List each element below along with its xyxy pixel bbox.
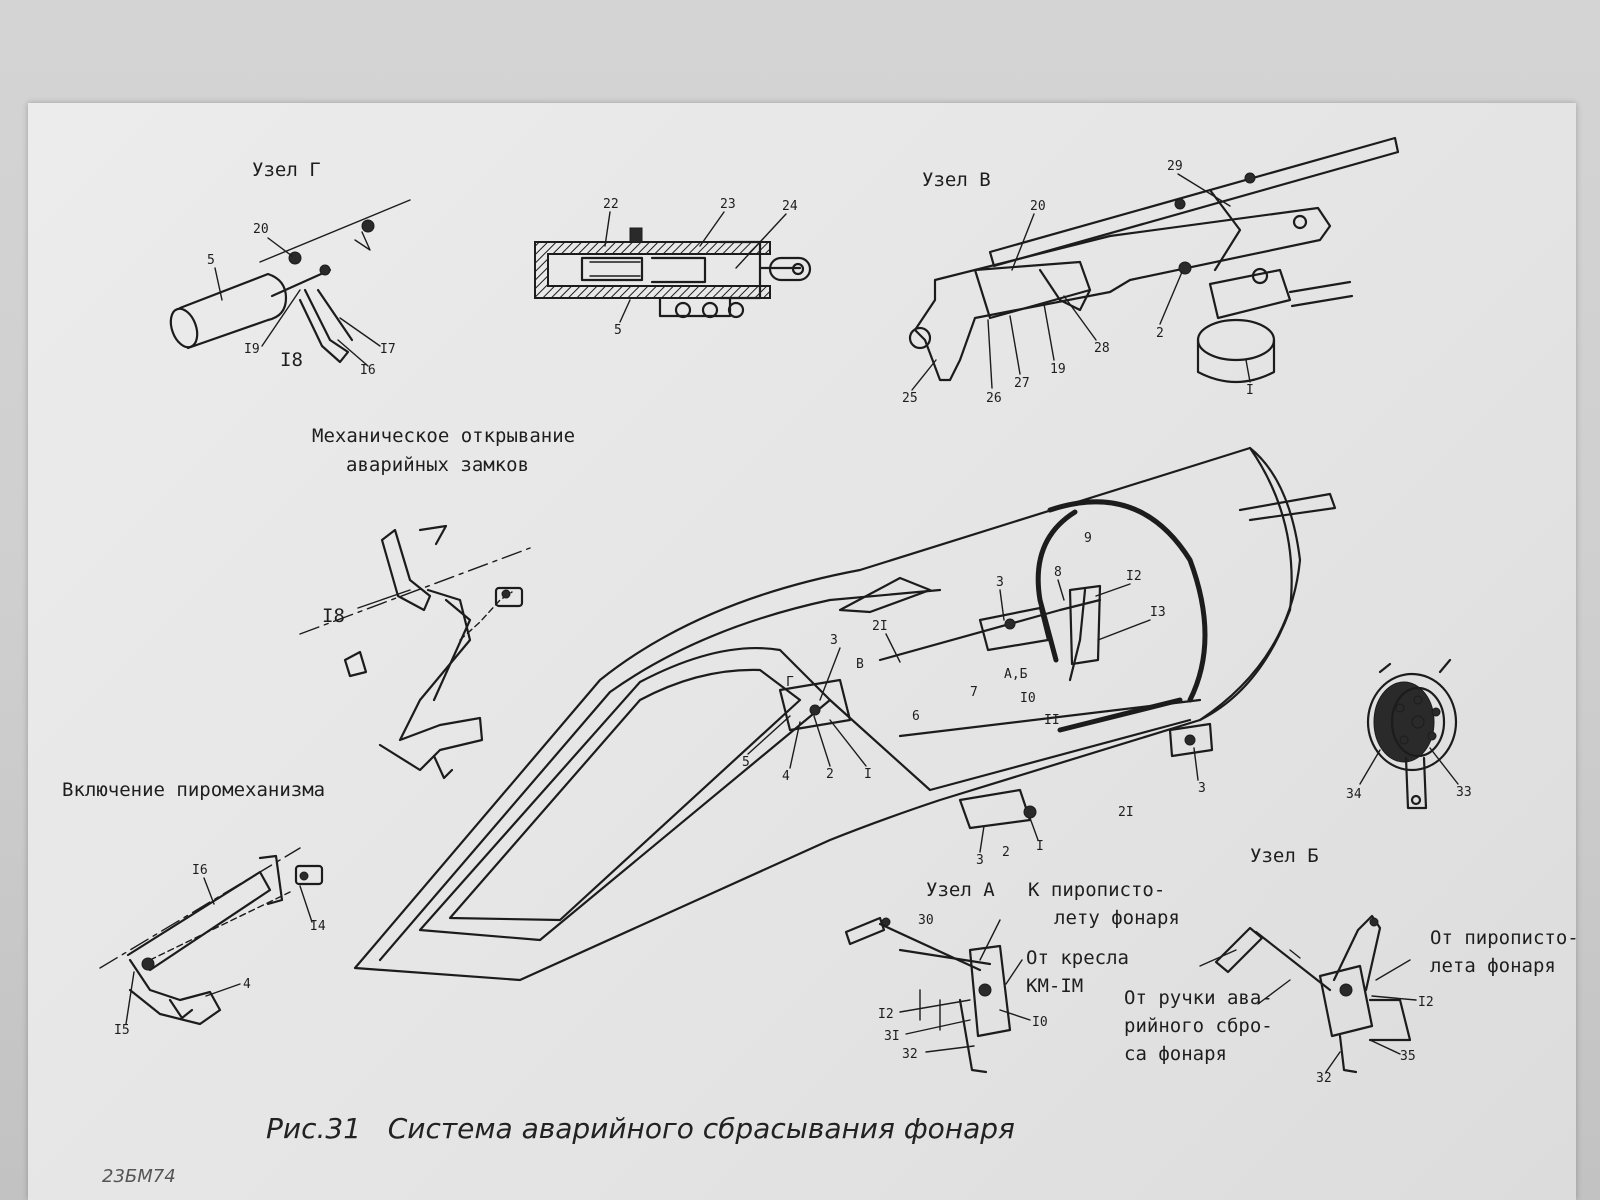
mech-opening-heading-line1: Механическое открывание: [312, 425, 575, 447]
callout-main-3a: 3: [996, 575, 1004, 590]
node-b-note-pyro-line1: От пирописто-: [1430, 927, 1579, 949]
callout-v-19: 19: [1050, 362, 1066, 377]
node-v-assembly: Узел В 29 20 2 28 19 27 26 25 I: [902, 136, 1400, 406]
callout-g-20: 20: [253, 222, 269, 237]
callout-main-4: 4: [782, 769, 790, 784]
callout-v-27: 27: [1014, 376, 1030, 391]
callout-main-8: 8: [1054, 565, 1062, 580]
callout-v-26: 26: [986, 391, 1002, 406]
callout-v-29: 29: [1167, 159, 1183, 174]
callout-pyro-16: I6: [192, 863, 208, 878]
node-b-assembly: Узел Б От пирописто- лета фонаря От ручк…: [1124, 845, 1579, 1086]
pyro-cylinder-section: 22 23 24 5: [534, 197, 812, 338]
callout-main-9: 9: [1084, 531, 1092, 546]
callout-cyl-5: 5: [614, 323, 622, 338]
callout-g-17: I7: [380, 342, 396, 357]
callout-main-V: В: [856, 657, 864, 672]
node-g-heading: Узел Г: [252, 159, 321, 181]
callout-a-32: 32: [902, 1047, 918, 1062]
node-a-assembly: Узел А К пирописто- лету фонаря От кресл…: [844, 879, 1180, 1074]
callout-a-30: 30: [918, 913, 934, 928]
node-a-note-seat-line2: КМ-IМ: [1026, 975, 1083, 997]
callout-v-I: I: [1246, 383, 1254, 398]
callout-a-10: I0: [1032, 1015, 1048, 1030]
canopy-main-view: 9 3 8 I2 I3 2I 3 В Г А,Б I0 7 II 6 5 4 2…: [353, 446, 1337, 982]
mechanical-opening-assembly: Механическое открывание аварийных замков…: [299, 425, 575, 780]
callout-mech-18: I8: [322, 605, 345, 627]
callout-main-3b: 3: [830, 633, 838, 648]
callout-main-11: II: [1044, 713, 1060, 728]
callout-main-Ia: I: [864, 767, 872, 782]
callout-b-12: I2: [1418, 995, 1434, 1010]
node-g-bottle: [169, 199, 411, 364]
callout-main-10: I0: [1020, 691, 1036, 706]
node-a-note-seat-line1: От кресла: [1026, 947, 1129, 969]
callout-g-5: 5: [207, 253, 215, 268]
callout-v-2: 2: [1156, 326, 1164, 341]
node-a-note-pyro-line1: К пирописто-: [1028, 879, 1165, 901]
callout-main-5: 5: [742, 755, 750, 770]
node-b-note-pyro-line2: лета фонаря: [1430, 955, 1556, 977]
callout-pyro-4: 4: [243, 977, 251, 992]
callout-g-18: I8: [280, 349, 303, 371]
callout-main-2a: 2: [826, 767, 834, 782]
mech-opening-heading-line2: аварийных замков: [346, 454, 529, 476]
callout-main-21a: 2I: [872, 619, 888, 634]
diagram-sheet: [28, 103, 1576, 1200]
callout-b-35: 35: [1400, 1049, 1416, 1064]
callout-v-28: 28: [1094, 341, 1110, 356]
pyro-ring-assembly: 34 33: [1346, 658, 1472, 810]
node-v-heading: Узел В: [922, 169, 991, 191]
callout-a-31: 3I: [884, 1029, 900, 1044]
callout-b-32: 32: [1316, 1071, 1332, 1086]
callout-main-G: Г: [786, 675, 794, 690]
node-g-callouts: 20 5 I9 I8 I6 I7: [207, 222, 396, 378]
callout-v-25: 25: [902, 391, 918, 406]
callout-main-6: 6: [912, 709, 920, 724]
callout-main-AB: А,Б: [1004, 667, 1028, 682]
callout-ring-33: 33: [1456, 785, 1472, 800]
archive-stamp: 23БМ74: [102, 1166, 176, 1187]
callout-main-3d: 3: [976, 853, 984, 868]
callout-pyro-14: I4: [310, 919, 326, 934]
node-g-assembly: Узел Г 20 5 I9 I8 I6 I7: [169, 159, 411, 378]
callout-cyl-22: 22: [603, 197, 619, 212]
callout-ring-34: 34: [1346, 787, 1362, 802]
pyro-activation-assembly: Включение пиромеханизма I6 I4 4 I5: [62, 779, 326, 1038]
figure-caption: Рис.31 Система аварийного сбрасывания фо…: [266, 1112, 1015, 1145]
callout-main-3c: 3: [1198, 781, 1206, 796]
node-b-heading: Узел Б: [1250, 845, 1319, 867]
node-a-heading: Узел А: [926, 879, 995, 901]
callout-g-19: I9: [244, 342, 260, 357]
callout-cyl-23: 23: [720, 197, 736, 212]
callout-main-12: I2: [1126, 569, 1142, 584]
callout-a-12: I2: [878, 1007, 894, 1022]
callout-cyl-24: 24: [782, 199, 798, 214]
callout-main-21b: 2I: [1118, 805, 1134, 820]
node-b-note-handle-line2: рийного сбро-: [1124, 1015, 1273, 1037]
pyro-activation-heading: Включение пиромеханизма: [62, 779, 325, 801]
callout-v-20: 20: [1030, 199, 1046, 214]
callout-main-Ib: I: [1036, 839, 1044, 854]
callout-pyro-15: I5: [114, 1023, 130, 1038]
callout-main-2b: 2: [1002, 845, 1010, 860]
callout-main-7: 7: [970, 685, 978, 700]
callout-g-16: I6: [360, 363, 376, 378]
callout-main-13: I3: [1150, 605, 1166, 620]
node-b-note-handle-line3: са фонаря: [1124, 1043, 1227, 1065]
node-a-note-pyro-line2: лету фонаря: [1054, 907, 1180, 929]
node-b-note-handle-line1: От ручки ава-: [1124, 987, 1273, 1009]
